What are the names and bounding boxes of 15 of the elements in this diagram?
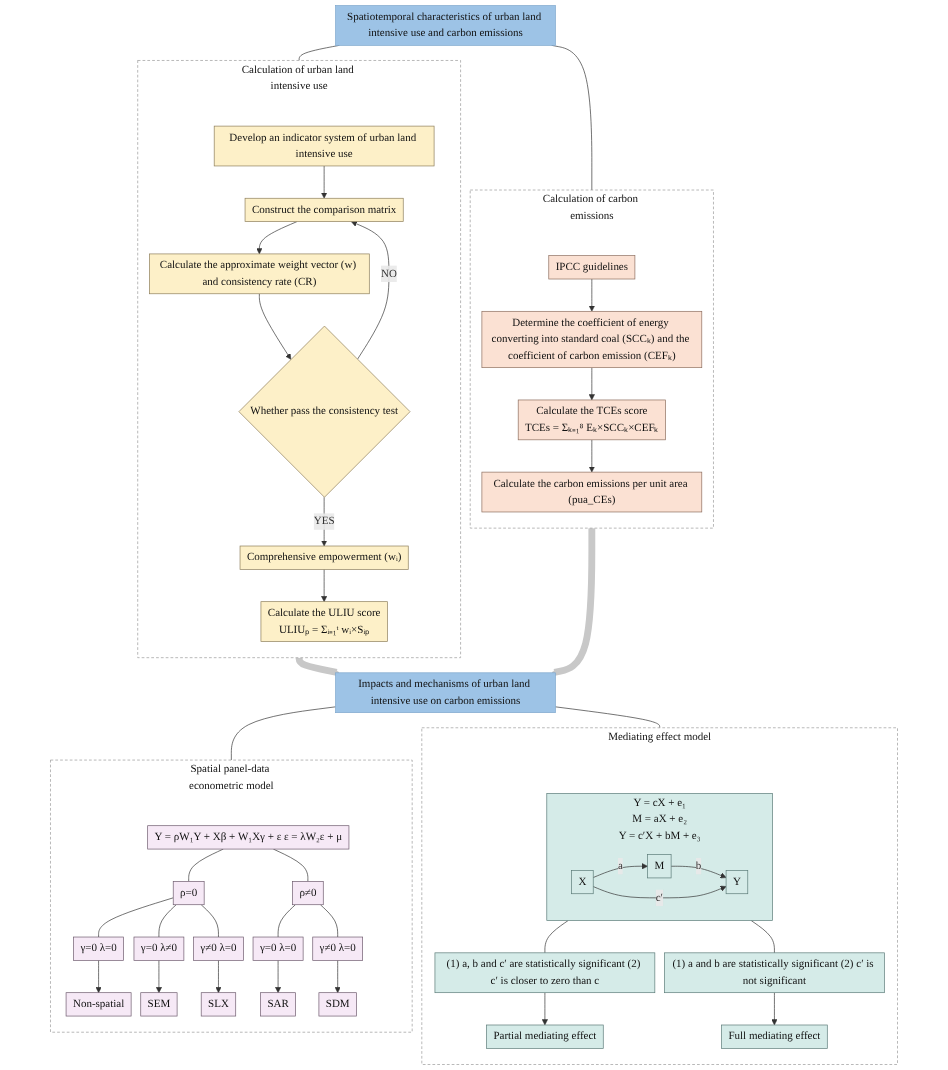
- connector: [158, 904, 177, 938]
- arrow: [295, 655, 340, 676]
- connector: [98, 897, 174, 938]
- connector: [750, 920, 775, 954]
- connector: [544, 920, 569, 954]
- connector: [272, 848, 309, 882]
- connector: [277, 904, 296, 938]
- connector: [200, 904, 219, 938]
- connector: [231, 706, 336, 761]
- connector: [555, 706, 660, 729]
- connector: [551, 45, 593, 191]
- connector: [188, 848, 224, 882]
- connector: [298, 45, 340, 61]
- connector: [320, 904, 339, 938]
- arrow: [551, 528, 596, 676]
